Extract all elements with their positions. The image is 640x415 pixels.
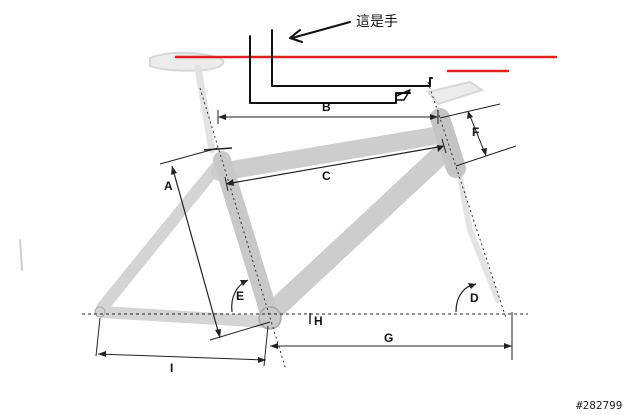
head-axis-extension — [427, 81, 507, 319]
bike-frame — [94, 108, 466, 330]
dim-i-tick-left — [95, 317, 101, 357]
arrow-a-top — [171, 166, 177, 175]
label-c: C — [322, 169, 331, 183]
seat-axis-extension — [199, 87, 287, 371]
arrow-f-top — [467, 111, 473, 119]
arrow-b-left — [218, 114, 226, 120]
dim-i-line — [97, 353, 267, 361]
dim-i-tick-right — [263, 325, 269, 367]
arrow-a-bottom — [215, 329, 221, 338]
annotation-arrow — [291, 21, 351, 39]
dim-c-line — [225, 145, 445, 185]
annotation-text: 這是手 — [356, 14, 398, 30]
dim-f-line — [467, 110, 487, 157]
arrow-b-right — [430, 114, 438, 120]
label-a: A — [164, 179, 173, 193]
watermark-id: #282799 — [576, 399, 622, 412]
arrow-f-bottom — [481, 148, 487, 156]
saddle-shape — [149, 51, 225, 72]
hand-finger — [395, 89, 411, 101]
label-i: I — [170, 361, 173, 375]
label-d: D — [470, 291, 479, 305]
chain-stay — [96, 306, 274, 328]
dim-a-line — [171, 165, 221, 339]
label-g: G — [384, 331, 393, 345]
label-h: H — [314, 314, 323, 328]
dimension-arrowheads — [98, 111, 512, 363]
label-f: F — [472, 125, 479, 139]
dim-a-tick-top — [159, 147, 219, 165]
arrow-d — [468, 283, 476, 289]
arrow-i-right — [258, 357, 266, 363]
arrow-i-left — [98, 351, 106, 357]
top-tube — [211, 125, 455, 181]
down-tube — [262, 138, 458, 322]
arrow-c-left — [226, 179, 234, 186]
stem-shape — [426, 80, 485, 106]
left-frame-edge — [19, 239, 23, 271]
hand-outline-inner — [271, 29, 433, 87]
arrow-g-right — [504, 343, 512, 349]
arrow-e — [240, 280, 248, 286]
arrow-c-right — [437, 145, 444, 152]
rear-dropout — [94, 306, 106, 318]
arrow-g-left — [270, 343, 278, 349]
dimension-labels: B C A F E D H G I — [164, 100, 479, 375]
label-b: B — [322, 100, 331, 114]
hand-outline-outer — [249, 35, 411, 104]
seat-tube-top-cap — [203, 147, 233, 151]
annotation-arrowhead — [289, 29, 303, 43]
label-e: E — [236, 289, 244, 303]
hand-annotation — [174, 21, 558, 104]
dimension-lines — [82, 81, 528, 371]
seatpost — [194, 64, 216, 154]
dim-f-tick-top — [439, 103, 501, 119]
seat-stay — [96, 159, 224, 314]
